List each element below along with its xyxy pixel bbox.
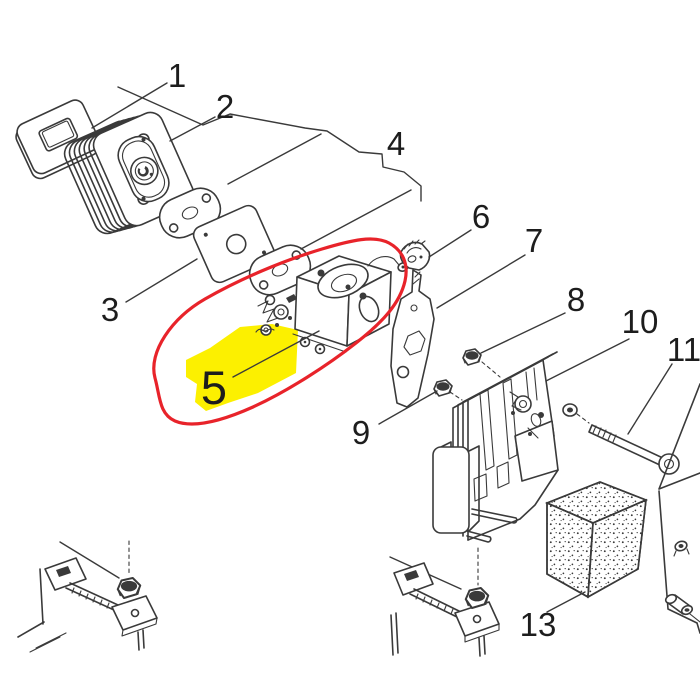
part-nut-8 <box>462 348 482 366</box>
callout-5-highlighted: 5 <box>201 361 227 414</box>
callout-6: 6 <box>472 198 490 235</box>
part-air-filter-housing <box>432 351 559 543</box>
callout-7: 7 <box>525 222 543 259</box>
assembly-axis-dashes-9 <box>449 391 463 401</box>
assembly-axis-dashes-8 <box>481 361 501 378</box>
part-muffler-cover-plate <box>15 99 101 180</box>
part-insulator-plate <box>390 269 435 408</box>
callout-leader-lines <box>91 82 673 613</box>
callout-10: 10 <box>622 303 659 340</box>
highlight-circle <box>152 237 408 426</box>
bracket-bottom-left <box>17 540 158 653</box>
carburetor-linkage <box>255 294 326 355</box>
part-muffler-body <box>63 111 195 235</box>
part-carburetor <box>255 255 409 355</box>
callout-9: 9 <box>352 414 370 451</box>
callout-1: 1 <box>168 57 186 94</box>
choke-mechanism-detail <box>509 391 544 439</box>
part-washer <box>562 403 578 417</box>
part-air-filter-element <box>544 481 649 599</box>
highlight-marker <box>186 324 298 411</box>
muffler-flange <box>117 133 170 205</box>
callout-11: 11 <box>667 331 700 368</box>
callout-2: 2 <box>216 88 234 125</box>
group-callout-4-bracket <box>117 86 422 250</box>
bracket-bottom-center <box>389 547 500 657</box>
callout-4: 4 <box>387 125 405 162</box>
callout-8: 8 <box>567 281 585 318</box>
part-choke-clip <box>399 239 431 271</box>
engine-block-corner <box>658 383 700 634</box>
callout-3: 3 <box>101 291 119 328</box>
callout-labels: 1 2 3 4 5 6 7 8 9 10 11 13 <box>101 57 700 643</box>
assembly-axis-dashes-washer <box>576 413 590 424</box>
air-box <box>432 441 518 543</box>
part-bolt <box>588 424 680 475</box>
callout-13: 13 <box>520 606 557 643</box>
part-nut-9 <box>433 379 453 397</box>
